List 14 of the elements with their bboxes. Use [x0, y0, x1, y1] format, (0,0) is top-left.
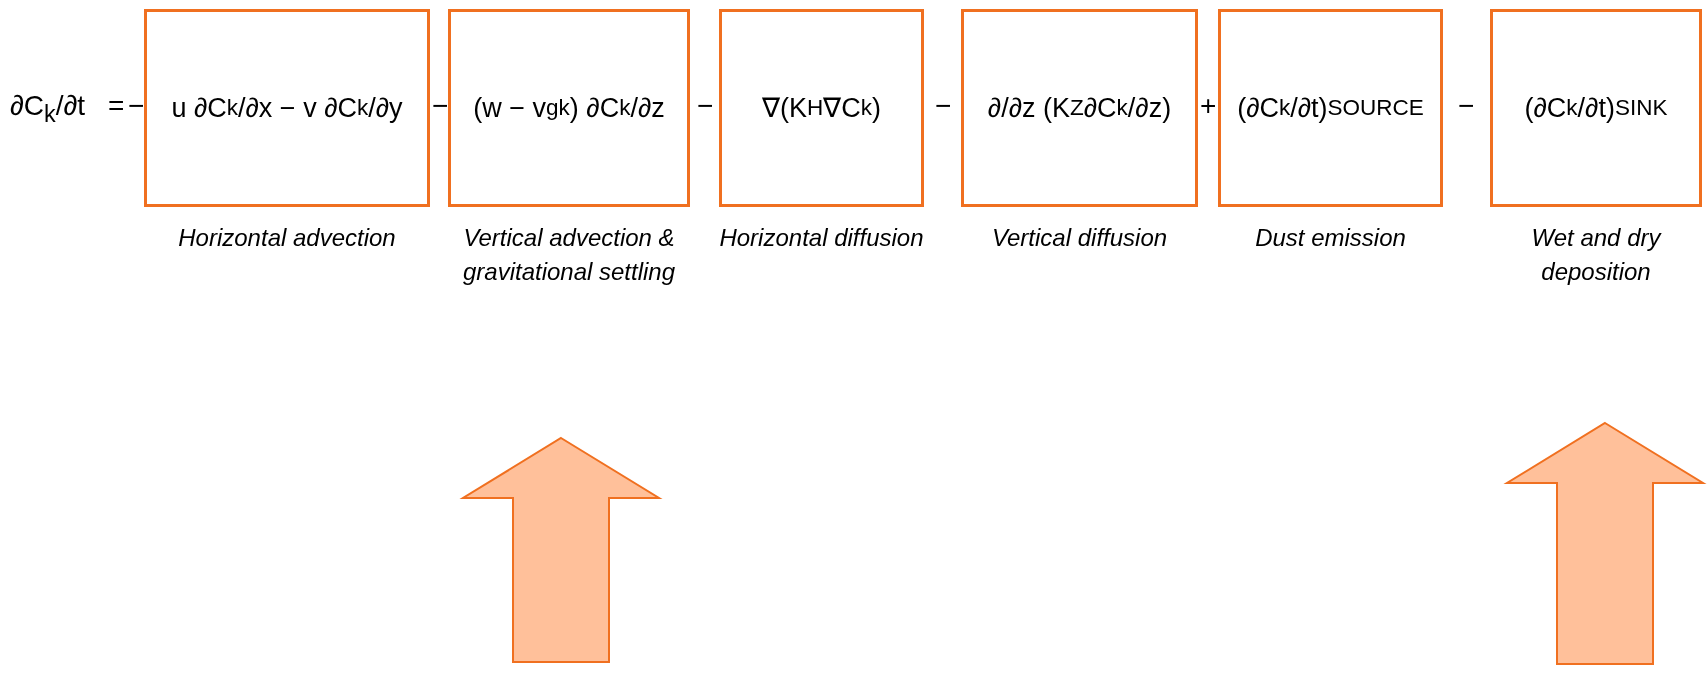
- term-caption: Horizontal diffusion: [719, 223, 924, 253]
- operator-sign: −: [1458, 90, 1475, 122]
- term-caption: Dust emission: [1254, 223, 1407, 253]
- operator-sign: +: [1200, 90, 1217, 122]
- operator-sign: −: [697, 90, 714, 122]
- term-caption: Vertical advection & gravitational settling: [461, 223, 677, 287]
- term-caption: Horizontal advection: [177, 223, 397, 253]
- term-caption: Wet and dry deposition: [1530, 223, 1663, 287]
- operator-sign: −: [432, 90, 449, 122]
- term-caption: Vertical diffusion: [990, 223, 1169, 253]
- operator-sign: −: [935, 90, 952, 122]
- equals-sign: =: [108, 90, 125, 122]
- operator-sign: −: [128, 90, 145, 122]
- lhs-fraction: ∂C$_{k}$/∂t: [10, 90, 86, 128]
